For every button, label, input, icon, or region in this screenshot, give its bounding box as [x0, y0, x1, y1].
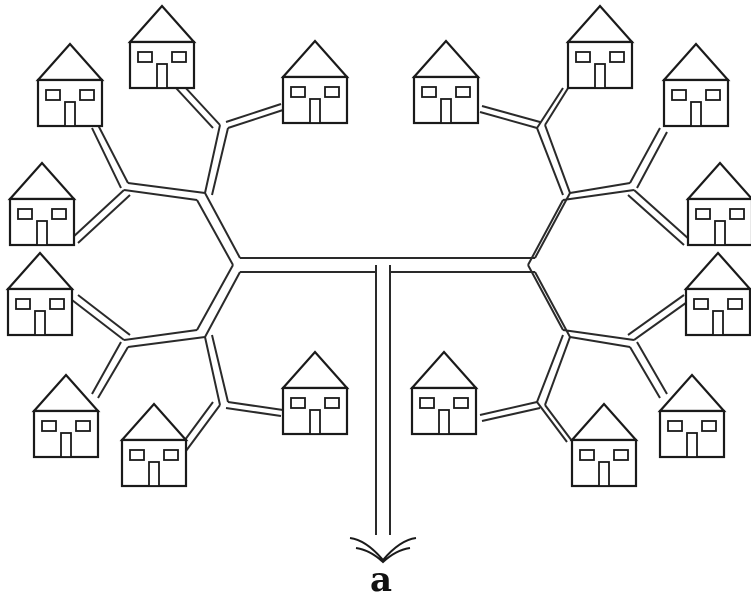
house-roof [411, 39, 481, 79]
house-door [309, 409, 321, 435]
house-roof [280, 39, 350, 79]
house-window-left [421, 86, 437, 98]
house-roof [5, 251, 75, 291]
house-roof [31, 373, 101, 413]
right-lower-subbranches [479, 294, 691, 446]
right-lower-branch [527, 264, 635, 406]
house-door [309, 98, 321, 124]
house-icon [661, 42, 731, 128]
left-upper-subbranches [71, 84, 284, 244]
house-icon [685, 161, 751, 247]
house-window-right [324, 86, 340, 98]
house-roof [119, 402, 189, 442]
house-window-left [671, 89, 687, 101]
house-door [440, 98, 452, 124]
house-roof [661, 42, 731, 82]
house-roof [280, 350, 350, 390]
house-window-left [15, 298, 31, 310]
house-window-left [290, 397, 306, 409]
house-door [690, 101, 702, 127]
house-icon [280, 39, 350, 125]
house-window-right [453, 397, 469, 409]
house-door [714, 220, 726, 246]
house-window-left [695, 208, 711, 220]
house-icon [657, 373, 727, 459]
main-horizontal-road [240, 257, 535, 273]
house-icon [31, 373, 101, 459]
house-roof [409, 350, 479, 390]
house-door [594, 63, 606, 89]
road-network [71, 84, 691, 535]
house-icon [409, 350, 479, 436]
left-lower-subbranches [71, 294, 284, 456]
house-window-right [727, 298, 743, 310]
downward-arrow-icon [349, 537, 417, 564]
house-window-left [419, 397, 435, 409]
house-window-left [41, 420, 57, 432]
house-roof [685, 161, 751, 201]
house-window-left [575, 51, 591, 63]
house-window-right [51, 208, 67, 220]
houses-group [5, 4, 751, 488]
house-window-left [45, 89, 61, 101]
right-upper-subbranches [479, 84, 691, 246]
panel-label: a [369, 560, 393, 600]
house-door [64, 101, 76, 127]
house-roof [7, 161, 77, 201]
house-door [156, 63, 168, 89]
house-window-left [667, 420, 683, 432]
house-icon [565, 4, 635, 90]
house-icon [7, 161, 77, 247]
house-window-left [129, 449, 145, 461]
house-icon [683, 251, 751, 337]
house-door [438, 409, 450, 435]
house-roof [683, 251, 751, 291]
house-icon [119, 402, 189, 488]
house-window-right [705, 89, 721, 101]
house-window-right [324, 397, 340, 409]
house-door [34, 310, 46, 336]
house-window-right [75, 420, 91, 432]
house-door [686, 432, 698, 458]
right-upper-branch [527, 124, 635, 266]
house-window-right [163, 449, 179, 461]
house-window-right [701, 420, 717, 432]
house-icon [5, 251, 75, 337]
house-window-left [693, 298, 709, 310]
house-icon [280, 350, 350, 436]
house-roof [127, 4, 197, 44]
main-trunk-road [375, 265, 391, 535]
house-icon [35, 42, 105, 128]
house-window-right [613, 449, 629, 461]
house-window-right [79, 89, 95, 101]
house-window-right [49, 298, 65, 310]
house-roof [569, 402, 639, 442]
house-window-right [171, 51, 187, 63]
house-door [712, 310, 724, 336]
house-icon [569, 402, 639, 488]
house-icon [127, 4, 197, 90]
house-window-right [455, 86, 471, 98]
house-window-left [290, 86, 306, 98]
house-window-left [137, 51, 153, 63]
house-window-right [609, 51, 625, 63]
house-roof [35, 42, 105, 82]
house-roof [565, 4, 635, 44]
house-window-left [579, 449, 595, 461]
house-door [36, 220, 48, 246]
left-lower-branch [123, 264, 241, 406]
left-upper-branch [123, 124, 241, 266]
house-icon [411, 39, 481, 125]
house-door [60, 432, 72, 458]
house-door [598, 461, 610, 487]
house-door [148, 461, 160, 487]
house-window-left [17, 208, 33, 220]
house-roof [657, 373, 727, 413]
house-window-right [729, 208, 745, 220]
